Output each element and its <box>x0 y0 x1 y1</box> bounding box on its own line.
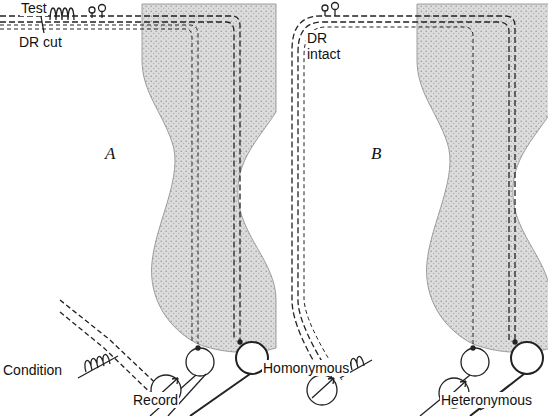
synaptic-knob <box>322 5 328 11</box>
conditioning-nerve <box>60 300 168 395</box>
stimulus-coil <box>50 8 74 20</box>
label: DR intact <box>306 30 354 62</box>
afferent-fibre <box>0 16 240 340</box>
motoneuron <box>186 348 214 376</box>
afferent-fibre <box>298 22 509 384</box>
stimulating-electrode <box>307 375 337 405</box>
label: Record <box>132 392 179 408</box>
synaptic-knob <box>332 3 339 10</box>
panel-letter: A <box>104 144 116 164</box>
afferent-fibre <box>304 27 473 380</box>
afferent-fibre <box>0 25 198 344</box>
motor-axon <box>190 374 250 416</box>
grey-matter <box>142 4 276 352</box>
panel-letter: B <box>370 144 382 164</box>
label: Heteronymous <box>440 392 533 408</box>
motoneuron <box>511 342 543 374</box>
label: DR cut <box>18 34 63 50</box>
synaptic-knob <box>99 5 106 12</box>
grey-matter <box>417 4 548 352</box>
label: Test <box>20 0 48 16</box>
motoneuron <box>461 348 489 376</box>
afferent-fibre <box>0 29 192 344</box>
conditioning-nerve <box>60 312 160 402</box>
synaptic-knob <box>89 7 95 13</box>
afferent-fibre <box>292 16 515 388</box>
label: Condition <box>2 362 63 378</box>
label: Homonymous <box>262 360 350 376</box>
stimulus-coil <box>85 354 110 372</box>
afferent-fibre <box>0 22 234 340</box>
